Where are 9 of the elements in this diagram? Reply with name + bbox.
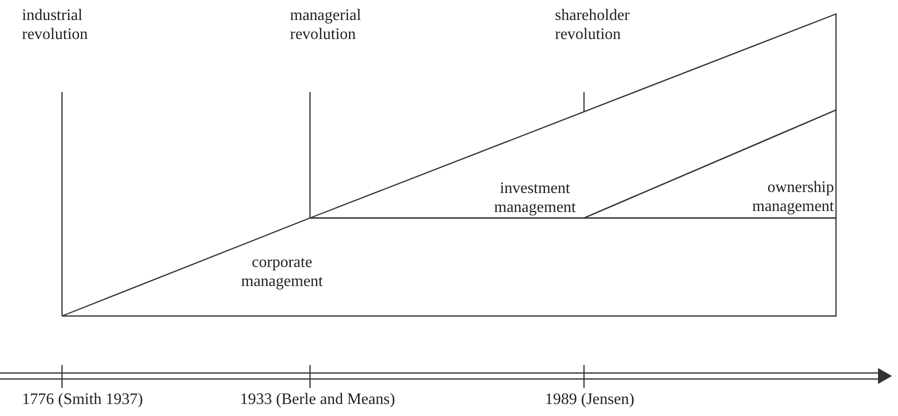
region-label: investment management [493, 179, 577, 217]
region-label: corporate management [240, 253, 324, 291]
event-label: managerial revolution [290, 6, 362, 44]
date-label: 1989 (Jensen) [545, 390, 634, 409]
event-label: shareholder revolution [555, 6, 631, 44]
date-label: 1776 (Smith 1937) [22, 390, 143, 409]
event-label: industrial revolution [22, 6, 89, 44]
date-label: 1933 (Berle and Means) [240, 390, 396, 409]
region-label: ownership management [751, 178, 834, 216]
